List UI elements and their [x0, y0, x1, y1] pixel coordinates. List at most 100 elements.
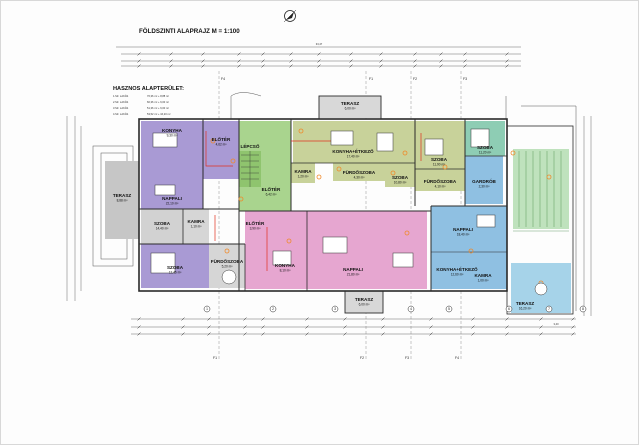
room-label-nappali-s: NAPPALI — [343, 267, 363, 272]
dimension-tick — [207, 317, 211, 321]
legend-value: 51,36 m² + 6,00 m² — [147, 106, 169, 110]
room-area-nappali-w: 22,10 m² — [166, 202, 179, 206]
room-fill-szoba-w2 — [141, 209, 183, 244]
axis-label: F1 — [369, 77, 373, 81]
room-area-fsz-w: 5,20 m² — [222, 265, 233, 269]
room-area-terasz-n: 6,00 m² — [345, 107, 356, 111]
fixture-marker — [230, 158, 236, 164]
dimension-tick — [505, 317, 509, 321]
dimension-tick — [429, 332, 433, 336]
room-fill-fsz-c — [333, 163, 385, 181]
room-label-konyha-w: KONYHA — [162, 128, 183, 133]
fixture-marker — [224, 248, 230, 254]
axis-circle-label: 3 — [334, 307, 336, 311]
dimension-tick — [413, 64, 417, 68]
axis-labels-bottom: F1 F2 F3 F4 — [213, 356, 459, 360]
dimension-tick — [463, 52, 467, 56]
dimension-tick — [289, 59, 293, 63]
room-label-szoba-e: SZOBA — [431, 157, 448, 162]
dimension-tick — [289, 64, 293, 68]
dimension-tick — [243, 325, 247, 329]
dimension-tick — [137, 52, 141, 56]
dimension-tick — [207, 325, 211, 329]
fixture-marker — [390, 170, 396, 176]
axis-circle-label: 8 — [582, 307, 584, 311]
terrace-hatch — [513, 151, 569, 232]
legend-unit: 3.SZ. LAKÁS — [113, 106, 129, 110]
dimension-tick — [305, 325, 309, 329]
dimension-tick — [429, 317, 433, 321]
room-fill-terasz-n — [319, 96, 381, 118]
dimension-tick — [243, 332, 247, 336]
dimension-tick — [243, 317, 247, 321]
dimension-tick — [505, 52, 509, 56]
room-area-kamra-c: 1,20 m² — [298, 175, 309, 179]
room-label-terasz-n: TERASZ — [341, 101, 360, 106]
room-label-kamra-c: KAMRA — [294, 169, 312, 174]
room-label-eloter-c: ELŐTÉR — [262, 185, 281, 192]
room-area-szoba-c3: 10,80 m² — [394, 181, 407, 185]
room-area-konyha-w: 9,30 m² — [167, 134, 178, 138]
dimension-tick — [137, 317, 141, 321]
room-fill-terasz-s — [345, 291, 383, 313]
fixture-marker — [210, 138, 216, 144]
dimension-tick — [137, 325, 141, 329]
axis-labels-top: F1 F2 F3 F4 — [221, 77, 467, 81]
dimension-tick — [571, 317, 575, 321]
room-area-konyha-e: 12,60 m² — [451, 273, 464, 277]
axis-circle — [203, 305, 211, 313]
room-area-konyha-c: 17,40 m² — [347, 155, 360, 159]
dimension-tick — [463, 59, 467, 63]
room-fill-konyha-w — [141, 121, 203, 179]
dimension-tick — [571, 325, 575, 329]
dimension-tick — [207, 332, 211, 336]
dimension-tick — [261, 64, 265, 68]
dimension-tick — [471, 317, 475, 321]
dimension-tick — [137, 332, 141, 336]
axis-label: F3 — [463, 77, 467, 81]
fixture-markers — [210, 128, 552, 286]
room-area-terasz-s: 6,00 m² — [359, 303, 370, 307]
room-label-konyha-e: KONYHA+ÉTKEZŐ — [436, 265, 478, 272]
fixture-marker — [442, 164, 448, 170]
legend-value: 53,52 m² + 16,20 m² — [147, 112, 171, 116]
dimension-tick — [237, 52, 241, 56]
dimension-tick — [381, 325, 385, 329]
room-label-terasz-w: TERASZ — [113, 193, 132, 198]
axis-label: F4 — [221, 77, 225, 81]
dimension-tick — [429, 325, 433, 329]
dimension-tick — [289, 52, 293, 56]
dimension-tick — [505, 64, 509, 68]
dimension-tick — [439, 64, 443, 68]
room-area-nappali-e: 18,40 m² — [457, 233, 470, 237]
dimension-tick — [137, 59, 141, 63]
dimension-tick — [381, 317, 385, 321]
axis-circle — [545, 305, 553, 313]
axis-circle-label: 2 — [272, 307, 274, 311]
dimension-tick — [201, 59, 205, 63]
room-label-eloter-s: ELŐTÉR — [246, 219, 265, 226]
dimension-tick — [305, 332, 309, 336]
dimension-tick — [505, 59, 509, 63]
room-fill-szoba-c3 — [385, 163, 415, 187]
dimension-tick — [343, 325, 347, 329]
room-fills — [105, 96, 571, 313]
top-dimension-lines — [116, 46, 521, 67]
axis-label: F2 — [413, 77, 417, 81]
room-fill-kamra-e — [473, 263, 493, 283]
legend-heading: HASZNOS ALAPTERÜLET: — [113, 85, 184, 92]
fixture-marker — [238, 196, 244, 202]
room-label-fsz-e: FÜRDŐSZOBA — [424, 178, 457, 184]
bottom-dimension-ticks — [137, 317, 575, 336]
dimension-tick — [317, 52, 321, 56]
dimension-tick — [505, 325, 509, 329]
dimension-tick — [539, 332, 543, 336]
axis-label: F1 — [213, 356, 217, 360]
room-area-konyha-s: 8,10 m² — [280, 269, 291, 273]
axis-circle — [579, 305, 587, 313]
room-label-kamra-e: KAMRA — [474, 273, 492, 278]
dimension-tick — [349, 64, 353, 68]
